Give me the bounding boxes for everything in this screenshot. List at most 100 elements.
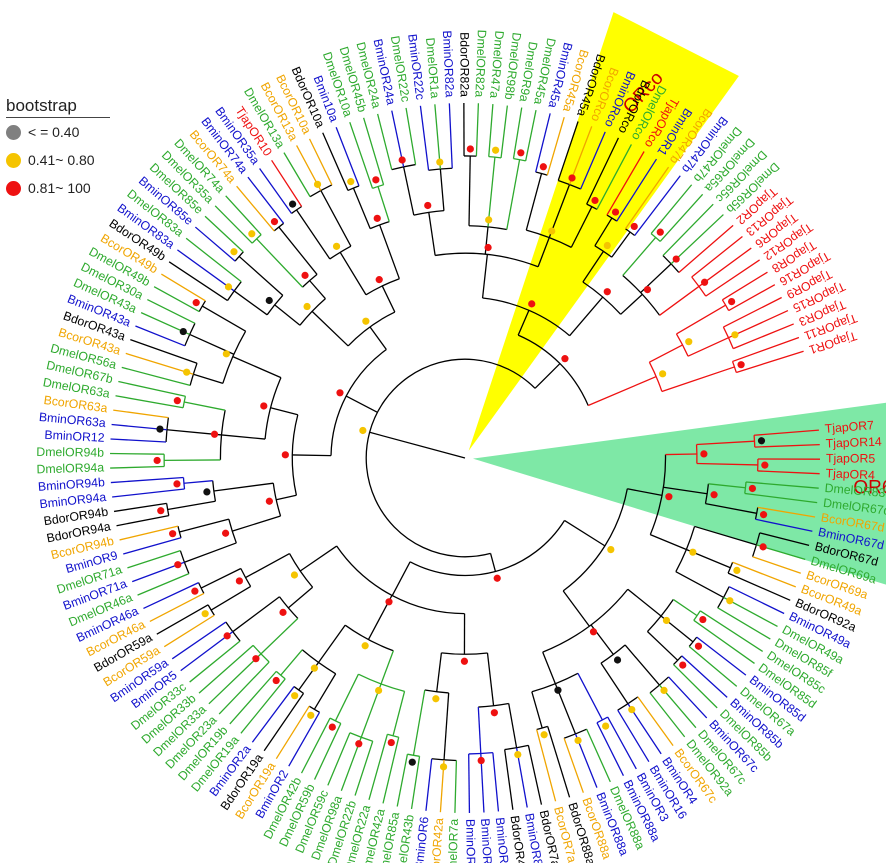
- tree-branch: [694, 525, 757, 546]
- bootstrap-dot: [279, 608, 287, 616]
- tree-branch: [428, 212, 436, 256]
- bootstrap-dot: [710, 491, 718, 499]
- tree-branch: [379, 224, 400, 279]
- tree-branch: [536, 729, 557, 802]
- tree-branch: [477, 707, 482, 754]
- bootstrap-dot: [303, 302, 311, 311]
- tree-branch: [119, 525, 179, 541]
- tip-label: TjapOR7: [824, 418, 874, 436]
- tree-branch: [542, 651, 556, 684]
- tip-label: BminOR63a: [38, 410, 106, 430]
- tree-branch: [320, 190, 352, 247]
- tree-branch: [696, 440, 755, 446]
- tree-branch: [369, 326, 387, 350]
- tree-branch: [434, 104, 442, 170]
- tree-branch: [665, 453, 697, 456]
- bootstrap-dot: [439, 763, 448, 771]
- tree-branch: [110, 476, 184, 484]
- tree-branch: [717, 607, 771, 640]
- bootstrap-dot: [270, 218, 279, 226]
- tree-branch: [309, 280, 326, 300]
- tip-label: BminOR7a: [493, 817, 513, 863]
- tree-branch: [681, 655, 728, 698]
- tree-branch: [115, 395, 184, 409]
- tree-branch: [161, 273, 206, 302]
- bootstrap-dot: [230, 248, 238, 256]
- tree-branch: [537, 237, 550, 267]
- tree-branch: [194, 226, 236, 262]
- bootstrap-dot: [373, 214, 381, 222]
- tree-branch: [213, 482, 274, 492]
- tree-branch: [425, 758, 433, 811]
- tree-branch: [661, 366, 735, 393]
- tree-branch: [723, 296, 782, 328]
- tip-label: BminOR24: [463, 819, 478, 863]
- tree-branch: [198, 644, 254, 694]
- tree-branch: [110, 452, 165, 455]
- tree-branch: [299, 545, 338, 572]
- tree-branch: [300, 717, 331, 774]
- tree-branch: [732, 336, 800, 363]
- bootstrap-dot: [260, 402, 268, 410]
- bootstrap-dot: [607, 545, 615, 554]
- bootstrap-dot: [748, 484, 757, 493]
- bootstrap-dot: [265, 497, 273, 505]
- tree-branch: [322, 132, 349, 191]
- bootstrap-dot: [561, 355, 569, 363]
- tree-branch: [313, 673, 337, 710]
- tree-branch: [488, 104, 494, 157]
- bootstrap-dot: [761, 461, 769, 469]
- tree-branch: [271, 159, 303, 207]
- tree-branch: [118, 380, 186, 397]
- tree-branch: [436, 652, 443, 692]
- tree-branch: [687, 337, 729, 357]
- tree-branch: [238, 255, 284, 296]
- bootstrap-dot: [424, 201, 432, 210]
- bootstrap-dot: [540, 731, 548, 739]
- tree-branch: [171, 621, 227, 660]
- tree-branch: [454, 760, 458, 813]
- tree-branch: [214, 205, 253, 244]
- tree-branch: [634, 175, 681, 236]
- bootstrap-dot: [272, 676, 280, 685]
- bootstrap-dot: [665, 493, 673, 501]
- tree-branch: [409, 520, 566, 577]
- tree-branch: [650, 534, 687, 551]
- bootstrap-dot: [332, 242, 341, 250]
- tree-branch: [650, 184, 693, 235]
- tree-branch: [557, 121, 579, 181]
- tree-branch: [668, 676, 708, 719]
- tree-branch: [419, 105, 430, 171]
- tree-branch: [722, 271, 768, 301]
- bootstrap-dot: [733, 566, 741, 575]
- tree-branch: [439, 168, 445, 211]
- bootstrap-dot: [224, 283, 233, 291]
- tree-branch: [167, 500, 216, 511]
- tree-branch: [392, 691, 406, 736]
- tree-branch: [412, 689, 426, 756]
- bootstrap-dot: [759, 543, 767, 551]
- tree-branch: [627, 488, 663, 497]
- tree-branch: [752, 556, 801, 574]
- tree-branch: [535, 113, 551, 173]
- tree-branch: [204, 215, 244, 253]
- tree-branch: [232, 515, 281, 532]
- tree-branch: [381, 285, 396, 313]
- tree-branch: [232, 356, 282, 379]
- tree-branch: [624, 166, 670, 230]
- tip-label: BminOR6: [412, 816, 432, 863]
- bootstrap-dot: [252, 655, 260, 663]
- bootstrap-dot: [589, 628, 598, 636]
- bootstrap-dot: [613, 656, 622, 664]
- bootstrap-dot: [153, 456, 161, 465]
- tree-branch: [659, 193, 704, 242]
- tip-label: BcorOR42a: [428, 817, 446, 863]
- tree-branch: [137, 573, 190, 596]
- tip-label: DmelOR1a: [423, 37, 442, 99]
- tip-label: BminOR94b: [38, 475, 106, 494]
- tree-branch: [676, 304, 726, 335]
- tree-branch: [225, 195, 262, 236]
- bootstrap-dot: [291, 692, 299, 700]
- tree-branch: [352, 187, 371, 229]
- tree-branch: [699, 610, 764, 652]
